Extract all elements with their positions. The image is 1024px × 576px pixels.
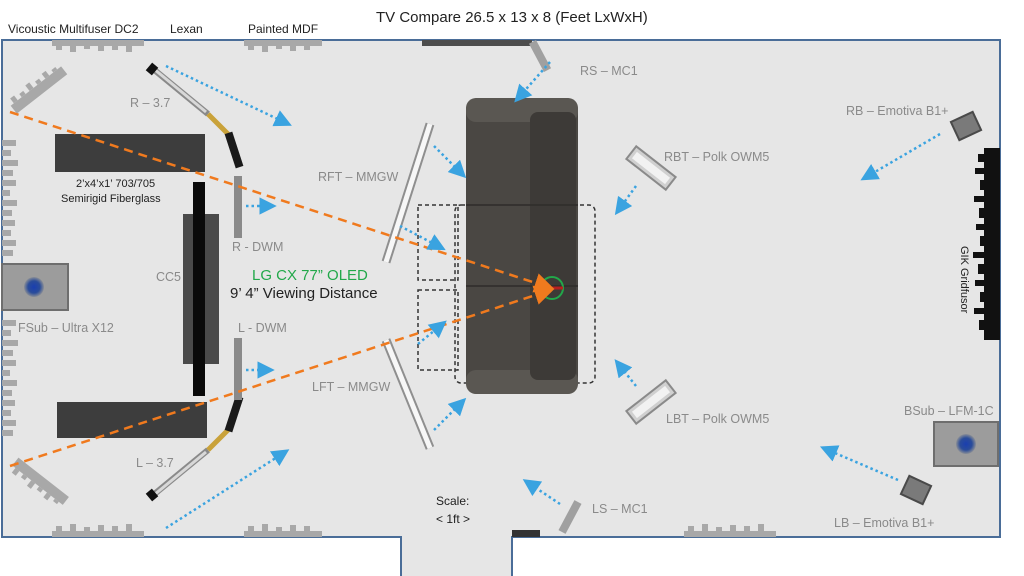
tv-model-label: LG CX 77” OLED <box>252 267 368 284</box>
lft-label: LFT – MMGW <box>312 380 391 394</box>
rft-label: RFT – MMGW <box>318 170 399 184</box>
bottom-wall-diffuser-2 <box>244 524 322 537</box>
fsub-label: FSub – Ultra X12 <box>18 321 114 335</box>
painted-mdf-label: Painted MDF <box>248 22 319 36</box>
bsub-label: BSub – LFM-1C <box>904 404 994 418</box>
lbt-label: LBT – Polk OWM5 <box>666 412 770 426</box>
rs-label: RS – MC1 <box>580 64 638 78</box>
r-dwm-label: R - DWM <box>232 240 284 254</box>
top-panel-dark <box>422 40 532 46</box>
fiberglass-panel-top <box>55 134 205 172</box>
ls-speaker <box>558 500 582 534</box>
diagram-title: TV Compare 26.5 x 13 x 8 (Feet LxWxH) <box>376 9 648 26</box>
gridfusor-label: GIK Gridfusor <box>958 246 970 314</box>
back-subwoofer <box>933 421 999 467</box>
scale-label: Scale: <box>436 494 470 508</box>
bottom-panel-dark <box>512 530 540 537</box>
top-wall-diffuser <box>52 40 144 52</box>
r-speaker-label: R – 3.7 <box>130 96 171 110</box>
scale-value: < 1ft > <box>436 512 471 526</box>
l-dwm-label: L - DWM <box>238 321 287 335</box>
fiberglass-label-line1: 2’x4’x1’ 703/705 <box>76 178 156 190</box>
lexan-label: Lexan <box>170 22 203 36</box>
bottom-wall-diffuser <box>52 524 144 537</box>
l-dwm-speaker <box>234 338 242 400</box>
l-speaker <box>145 395 244 502</box>
fiberglass-panel-bottom <box>57 402 207 438</box>
top-wall-diffuser-2 <box>244 40 322 52</box>
sightlines <box>9 110 555 468</box>
corner-diffuser-bottom <box>11 457 69 505</box>
lft-mmgw-speaker <box>381 338 435 450</box>
rbt-label: RBT – Polk OWM5 <box>664 150 770 164</box>
viewing-distance-label: 9’ 4” Viewing Distance <box>230 285 378 302</box>
corner-diffuser-top <box>10 66 68 114</box>
lb-speaker <box>899 474 933 506</box>
doorway <box>401 537 512 576</box>
rs-speaker <box>528 39 552 73</box>
l-speaker-label: L – 3.7 <box>136 456 174 470</box>
left-wall-diffuser <box>2 140 18 436</box>
rbt-speaker <box>624 144 678 192</box>
r-speaker <box>145 62 244 169</box>
tv-panel <box>193 182 205 396</box>
r-dwm-speaker <box>234 176 242 238</box>
bottom-right-diffuser <box>684 524 776 537</box>
cc-label: CC5 <box>156 270 182 284</box>
lbt-speaker <box>624 378 678 426</box>
rft-mmgw-speaker <box>381 122 435 264</box>
rb-label: RB – Emotiva B1+ <box>846 104 949 118</box>
sofa <box>417 98 596 394</box>
lb-label: LB – Emotiva B1+ <box>834 516 935 530</box>
front-subwoofer <box>1 263 69 311</box>
speaker-direction-arrows <box>165 61 941 530</box>
ls-label: LS – MC1 <box>592 502 648 516</box>
gik-gridfusor <box>973 148 1000 340</box>
fiberglass-label-line2: Semirigid Fiberglass <box>61 193 161 205</box>
rb-speaker <box>949 110 983 142</box>
vicoustic-label: Vicoustic Multifuser DC2 <box>8 22 139 36</box>
